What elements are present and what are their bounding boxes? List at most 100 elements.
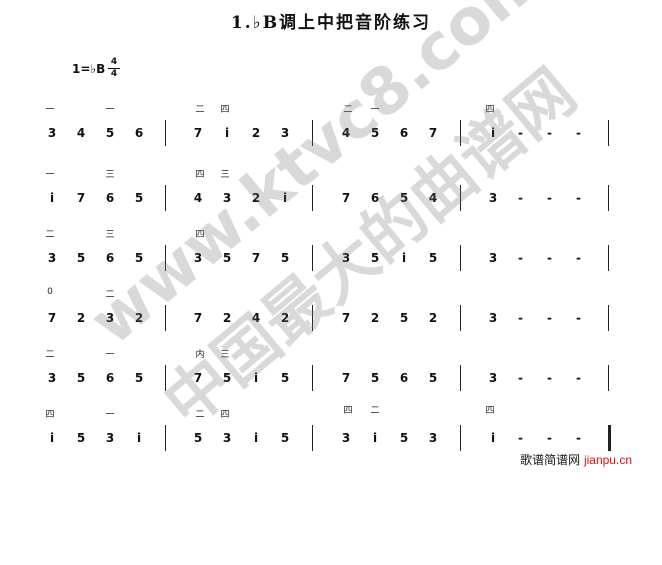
note: 5 <box>428 251 438 265</box>
note: i <box>372 431 378 445</box>
fingering-mark: 二 <box>195 410 205 420</box>
hold-dash: - <box>547 251 552 265</box>
fingering-mark: 四 <box>485 105 495 115</box>
time-signature-bottom: 4 <box>110 69 118 79</box>
note: i <box>224 126 230 140</box>
hold-dash: - <box>547 126 552 140</box>
note: i <box>49 431 55 445</box>
note: 2 <box>370 311 380 325</box>
bar-line <box>608 305 609 331</box>
bar-line <box>165 120 166 146</box>
fingering-mark: 二 <box>195 105 205 115</box>
note: 2 <box>76 311 86 325</box>
fingering-mark: 二 <box>45 230 55 240</box>
bar-line <box>608 365 609 391</box>
hold-dash: - <box>576 311 581 325</box>
note: 2 <box>251 191 261 205</box>
note: 3 <box>280 126 290 140</box>
hold-dash: - <box>518 191 523 205</box>
note: 5 <box>76 251 86 265</box>
note: 3 <box>222 431 232 445</box>
fingering-mark: 内 <box>195 350 205 360</box>
note: 5 <box>428 371 438 385</box>
hold-dash: - <box>576 126 581 140</box>
note: 5 <box>134 191 144 205</box>
bar-line <box>460 305 461 331</box>
note: 7 <box>341 191 351 205</box>
bar-line <box>460 425 461 451</box>
note: 2 <box>222 311 232 325</box>
note: 6 <box>399 371 409 385</box>
note: 7 <box>76 191 86 205</box>
bar-line <box>312 425 313 451</box>
note: 5 <box>76 431 86 445</box>
note: 3 <box>341 431 351 445</box>
bar-line <box>608 425 611 451</box>
note: 3 <box>341 251 351 265</box>
bar-line <box>312 305 313 331</box>
bar-line <box>608 185 609 211</box>
note: 7 <box>251 251 261 265</box>
note: 5 <box>134 371 144 385</box>
note: 2 <box>251 126 261 140</box>
bar-line <box>460 185 461 211</box>
fingering-mark: 四 <box>220 105 230 115</box>
fingering-mark: 三 <box>105 230 115 240</box>
hold-dash: - <box>518 126 523 140</box>
note: 2 <box>428 311 438 325</box>
note: 5 <box>280 251 290 265</box>
bar-line <box>460 120 461 146</box>
bar-line <box>165 425 166 451</box>
fingering-mark: 一 <box>105 410 115 420</box>
note: 3 <box>222 191 232 205</box>
page-title: 1.♭B调上中把音阶练习 <box>230 13 432 33</box>
note: 3 <box>105 311 115 325</box>
fingering-mark: 四 <box>45 410 55 420</box>
note: 6 <box>399 126 409 140</box>
note: 5 <box>280 431 290 445</box>
note: 2 <box>280 311 290 325</box>
note: 3 <box>488 311 498 325</box>
note: 4 <box>428 191 438 205</box>
hold-dash: - <box>547 311 552 325</box>
bar-line <box>312 245 313 271</box>
note: 3 <box>488 371 498 385</box>
note: 3 <box>428 431 438 445</box>
fingering-mark: 二 <box>343 105 353 115</box>
hold-dash: - <box>576 191 581 205</box>
bar-line <box>312 185 313 211</box>
bar-line <box>460 365 461 391</box>
note: 5 <box>76 371 86 385</box>
note: i <box>490 431 496 445</box>
note: 6 <box>370 191 380 205</box>
time-signature: 4 4 <box>108 58 120 79</box>
key-signature: 1=♭B <box>72 62 106 76</box>
bar-line <box>608 245 609 271</box>
note: 3 <box>47 371 57 385</box>
note: 7 <box>193 371 203 385</box>
footer-site: jianpu.cn <box>583 453 632 467</box>
fingering-mark: 三 <box>220 170 230 180</box>
note: 5 <box>399 191 409 205</box>
note: 5 <box>134 251 144 265</box>
fingering-mark: 一 <box>45 105 55 115</box>
note: i <box>253 431 259 445</box>
note: 2 <box>134 311 144 325</box>
fingering-mark: 二 <box>105 290 115 300</box>
fingering-mark: 一 <box>105 105 115 115</box>
fingering-mark: 四 <box>220 410 230 420</box>
bar-line <box>165 245 166 271</box>
note: 4 <box>193 191 203 205</box>
fingering-mark: 三 <box>105 170 115 180</box>
fingering-mark: 二 <box>45 350 55 360</box>
note: 5 <box>193 431 203 445</box>
bar-line <box>460 245 461 271</box>
footer: 歌谱简谱网 jianpu.cn <box>520 451 632 468</box>
fingering-mark: 一 <box>105 350 115 360</box>
note: 4 <box>251 311 261 325</box>
fingering-mark: 四 <box>343 406 353 416</box>
